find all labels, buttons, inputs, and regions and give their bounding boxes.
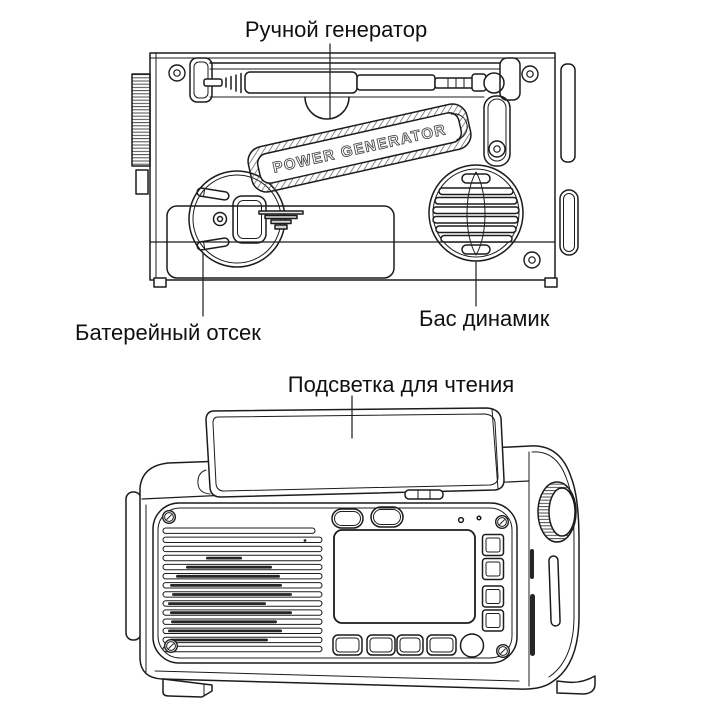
- callout-reading-light: Подсветка для чтения: [288, 372, 514, 397]
- screw: [163, 638, 179, 654]
- telescopic-antenna: [189, 57, 521, 103]
- screw: [495, 643, 511, 659]
- flap-hinge: [197, 469, 211, 495]
- bottom-buttons[interactable]: [332, 633, 485, 658]
- screw: [521, 65, 539, 83]
- round-button: [459, 633, 485, 658]
- antenna-bracket: [483, 95, 511, 167]
- callout-bass-speaker: Бас динамик: [419, 306, 550, 331]
- led-indicator: [476, 515, 482, 521]
- screw: [168, 64, 186, 82]
- screw: [494, 514, 510, 530]
- callout-leaders: [202, 43, 477, 439]
- screw: [161, 509, 177, 525]
- speaker-grille: [162, 527, 323, 653]
- callout-battery-compartment: Батерейный отсек: [75, 320, 261, 345]
- front-panel: [152, 502, 518, 664]
- power-generator-crank[interactable]: POWER GENERATOR: [245, 101, 474, 195]
- foot: [556, 675, 596, 695]
- radio-front-view: [125, 407, 596, 698]
- reading-light-panel[interactable]: [197, 407, 505, 498]
- battery-compartment[interactable]: [166, 205, 395, 279]
- screw: [488, 140, 506, 158]
- top-slider[interactable]: [404, 489, 444, 500]
- side-tab: [125, 491, 142, 641]
- radio-back-view: POWER GENERATOR: [131, 52, 579, 288]
- callout-hand-generator: Ручной генератор: [245, 17, 427, 42]
- right-side-details: [530, 549, 561, 656]
- side-buttons[interactable]: [481, 533, 505, 632]
- foot: [153, 277, 167, 288]
- back-side-knob: [131, 73, 151, 195]
- finger-recess: [304, 96, 350, 120]
- led-indicator: [457, 516, 465, 524]
- grip-ridges: [258, 210, 304, 230]
- foot: [162, 678, 213, 698]
- preset-buttons[interactable]: [331, 506, 404, 529]
- side-tab: [560, 63, 576, 163]
- bass-speaker: [428, 164, 524, 262]
- tuning-knob[interactable]: [537, 481, 577, 543]
- side-handle-bracket: [559, 189, 579, 256]
- display: [333, 529, 476, 624]
- screw: [523, 251, 541, 269]
- foot: [544, 277, 558, 288]
